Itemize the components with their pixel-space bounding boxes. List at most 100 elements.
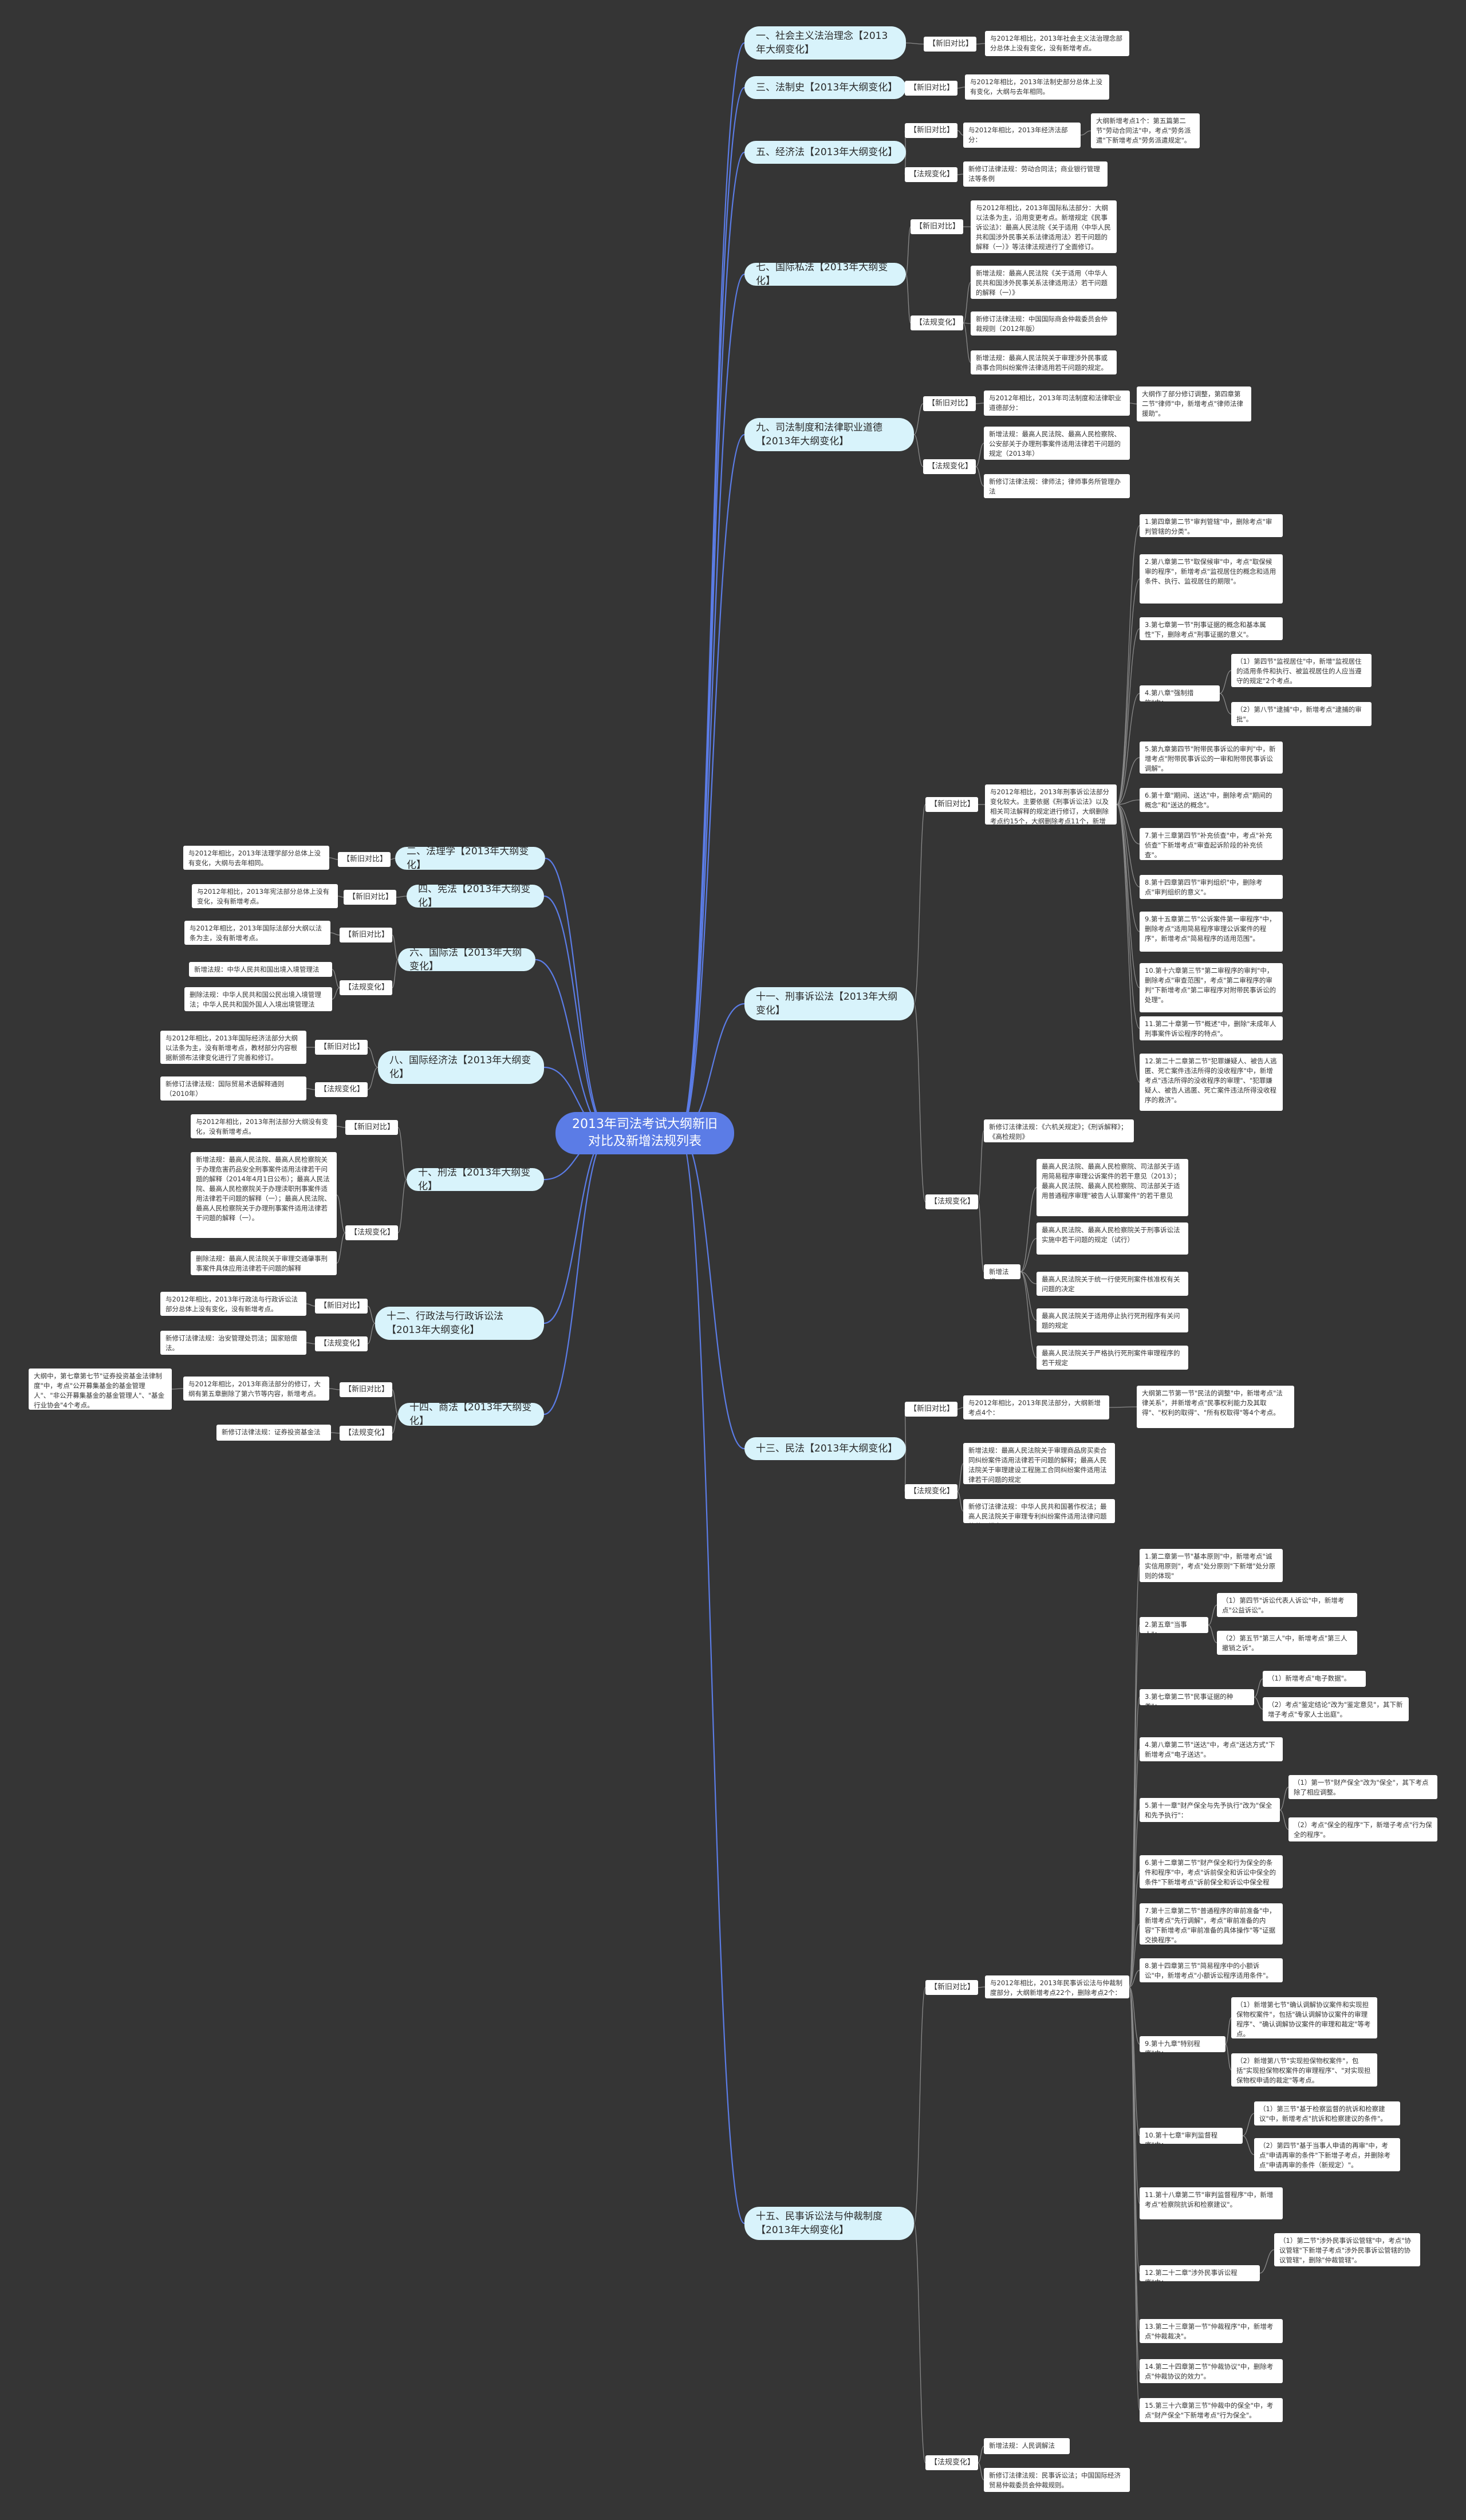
leaf-text: 与2012年相比，2013年商法部分的修订，大纲有第五章删除了第六节等内容，新增… — [183, 1377, 329, 1401]
branch-criminal-law[interactable]: 十、刑法【2013年大纲变化】 — [407, 1167, 544, 1192]
leaf-text: 新修订法律法规：《六机关规定》；《刑诉解释》；《高检规则》 — [984, 1119, 1134, 1142]
list-item: 最高人民法院关于统一行使死刑案件核准权有关问题的决定 — [1037, 1272, 1188, 1296]
leaf-text: 新修订法律法规：民事诉讼法；中国国际经济贸易仲裁委员会仲裁规则。 — [984, 2468, 1130, 2492]
list-item: 13.第二十三章第一节"仲裁程序"中，新增考点"仲裁裁决"。 — [1140, 2319, 1283, 2343]
connector — [957, 1491, 964, 1512]
leaf-text: 大纲作了部分修订调整，第四章第二节"律师"中，新增考点"律师法律援助"。 — [1137, 387, 1251, 421]
connector — [913, 2223, 926, 2463]
tag-new-old-compare: 【新旧对比】 — [905, 123, 957, 138]
connector — [978, 1201, 984, 1272]
connector — [306, 1303, 316, 1307]
connector — [957, 1407, 964, 1410]
branch-socialist-rule-of-law[interactable]: 一、社会主义法治理念【2013年大纲变化】 — [744, 26, 906, 60]
connector — [1020, 1271, 1037, 1284]
list-item: （2）第四节"基于当事人申请的再审"中，考点"申请再审的条件"下新增子考点，并删… — [1254, 2138, 1400, 2171]
connector — [1116, 693, 1140, 805]
leaf-text: 大纲中，第七章第七节"证券投资基金法律制度"中，考点"公开募集基金的基金管理人"… — [29, 1369, 172, 1410]
connector — [1225, 2017, 1232, 2045]
list-item: 最高人民法院关于适用停止执行死刑程序有关问题的规定 — [1037, 1308, 1188, 1332]
connector — [963, 322, 971, 324]
connector — [1116, 804, 1140, 888]
connector — [978, 2462, 984, 2480]
connector — [1116, 799, 1140, 805]
connector — [1116, 578, 1140, 805]
list-item: （2）新增第八节"实现担保物权案件"，包括"实现担保物权案件的审理程序"、"对实… — [1231, 2053, 1377, 2087]
connector — [329, 1388, 340, 1390]
tag-law-changes: 【法规变化】 — [925, 1194, 978, 1209]
leaf-text: 与2012年相比，2013年刑事诉讼法部分变化较大。主要依据《刑事诉讼法》以及相… — [985, 784, 1117, 825]
connector — [1020, 1238, 1037, 1272]
connector — [1279, 1787, 1289, 1811]
tag-law-changes: 【法规变化】 — [340, 980, 392, 995]
list-item: 6.第十二章第二节"财产保全和行为保全的条件和程序"中，考点"诉前保全和诉讼中保… — [1140, 1855, 1283, 1888]
tag-law-changes: 【法规变化】 — [315, 1336, 368, 1351]
connector — [679, 151, 745, 1134]
leaf-text: 删除法规：中华人民共和国公民出境入境管理法；中华人民共和国外国人入境出境管理法 — [184, 987, 332, 1011]
connector — [330, 932, 340, 936]
connector — [1080, 130, 1091, 136]
connector — [1129, 1970, 1140, 1987]
tag-new-old-compare: 【新旧对比】 — [905, 81, 957, 96]
list-item: 8.第十四章第三节"简易程序中的小额诉讼"中，新增考点"小额诉讼程序适用条件"。 — [1140, 1958, 1283, 1982]
connector — [1208, 1604, 1217, 1626]
connector — [957, 130, 964, 136]
list-item: （1）第二节"涉外民事诉讼管辖"中，考点"协议管辖"下新增子考点"涉外民事诉讼管… — [1274, 2233, 1420, 2266]
connector — [978, 2446, 984, 2463]
list-item: （1）第四节"诉讼代表人诉讼"中，新增考点"公益诉讼"。 — [1217, 1593, 1357, 1617]
tag-law-changes: 【法规变化】 — [345, 1225, 398, 1240]
list-item: 2.第五章"当事人"： — [1140, 1617, 1208, 1633]
list-item: 7.第十三章第二节"普通程序的审前准备"中，新增考点"先行调解"，考点"审前准备… — [1140, 1903, 1283, 1945]
connector — [957, 86, 965, 89]
branch-criminal-procedure[interactable]: 十一、刑事诉讼法【2013年大纲变化】 — [744, 987, 914, 1020]
branch-economic-law[interactable]: 五、经济法【2013年大纲变化】 — [744, 141, 906, 164]
leaf-text: 新修订法律法规：劳动合同法；商业银行管理法等条例 — [963, 161, 1108, 187]
list-item: 12.第二十二章第二节"犯罪嫌疑人、被告人逃匿、死亡案件违法所得的没收程序"中，… — [1140, 1054, 1283, 1111]
branch-international-economic-law[interactable]: 八、国际经济法【2013年大纲变化】 — [378, 1051, 544, 1084]
connector — [1242, 2113, 1255, 2136]
leaf-text: 与2012年相比，2013年刑法部分大纲没有变化，没有新增考点。 — [191, 1114, 337, 1138]
branch-jurisprudence[interactable]: 二、法理学【2013年大纲变化】 — [395, 846, 545, 871]
tag-new-old-compare: 【新旧对比】 — [905, 1402, 957, 1417]
connector — [1129, 1986, 1140, 2411]
connector — [1129, 1871, 1140, 1987]
connector — [1020, 1271, 1037, 1358]
root-node[interactable]: 2013年司法考试大纲新旧对比及新增法规列表 — [555, 1112, 734, 1154]
connector — [1129, 1923, 1140, 1987]
list-item: 10.第十七章"审判监督程序"中： — [1140, 2128, 1243, 2144]
tag-new-old-compare: 【新旧对比】 — [315, 1299, 368, 1314]
branch-commercial-law[interactable]: 十四、商法【2013年大纲变化】 — [398, 1402, 544, 1427]
leaf-text: 新增法规：最高人民法院关于审理商品房买卖合同纠纷案件适用法律若干问题的解释；最高… — [963, 1443, 1115, 1484]
leaf-text: 新修订法律法规：证券投资基金法 — [216, 1425, 331, 1441]
connector — [367, 1067, 379, 1090]
branch-civil-procedure-arbitration[interactable]: 十五、民事诉讼法与仲裁制度【2013年大纲变化】 — [744, 2207, 914, 2240]
tag-new-old-compare: 【新旧对比】 — [344, 890, 396, 905]
connector — [392, 959, 399, 988]
tag-new-old-compare: 【新旧对比】 — [925, 797, 978, 812]
connector — [957, 173, 964, 175]
connector — [1116, 804, 1140, 988]
list-item: 最高人民法院、最高人民检察院、司法部关于适用简易程序审理公诉案件的若干意见（20… — [1037, 1159, 1188, 1216]
list-item: 11.第二十章第一节"概述"中，删除"未成年人刑事案件诉讼程序的特点"。 — [1140, 1016, 1283, 1040]
list-item: 4.第八章"强制措施"中： — [1140, 685, 1220, 701]
connector — [1129, 1697, 1140, 1987]
branch-judicial-system[interactable]: 九、司法制度和法律职业道德【2013年大纲变化】 — [744, 418, 914, 451]
leaf-text: 新修订法律法规：中国国际商会仲裁委员会仲裁规则（2012年版） — [971, 311, 1117, 336]
list-item: 12.第二十二章"涉外民事诉讼程序"中： — [1140, 2265, 1260, 2281]
tag-law-changes: 【法规变化】 — [315, 1082, 368, 1097]
branch-administrative-law[interactable]: 十二、行政法与行政诉讼法【2013年大纲变化】 — [375, 1307, 544, 1340]
list-item: （1）新增考点"电子数据"。 — [1263, 1671, 1366, 1687]
branch-legal-history[interactable]: 三、法制史【2013年大纲变化】 — [744, 76, 906, 99]
connector — [392, 1389, 399, 1415]
branch-international-law[interactable]: 六、国际法【2013年大纲变化】 — [398, 947, 535, 972]
branch-constitution[interactable]: 四、宪法【2013年大纲变化】 — [407, 884, 544, 909]
connector — [963, 282, 971, 324]
branch-private-international-law[interactable]: 七、国际私法【2013年大纲变化】 — [744, 262, 906, 287]
leaf-text: 新增法规：中华人民共和国出境入境管理法 — [189, 962, 332, 977]
list-item: 5.第十一章"财产保全与先予执行"改为"保全和先予执行"： — [1140, 1798, 1280, 1822]
leaf-text: 与2012年相比，2013年民法部分，大纲新增考点4个： — [963, 1395, 1109, 1419]
connector — [397, 1127, 407, 1180]
branch-civil-law[interactable]: 十三、民法【2013年大纲变化】 — [744, 1437, 906, 1460]
connector — [1129, 1986, 1140, 2045]
tag-new-old-compare: 【新旧对比】 — [911, 219, 963, 234]
connector — [975, 443, 984, 467]
